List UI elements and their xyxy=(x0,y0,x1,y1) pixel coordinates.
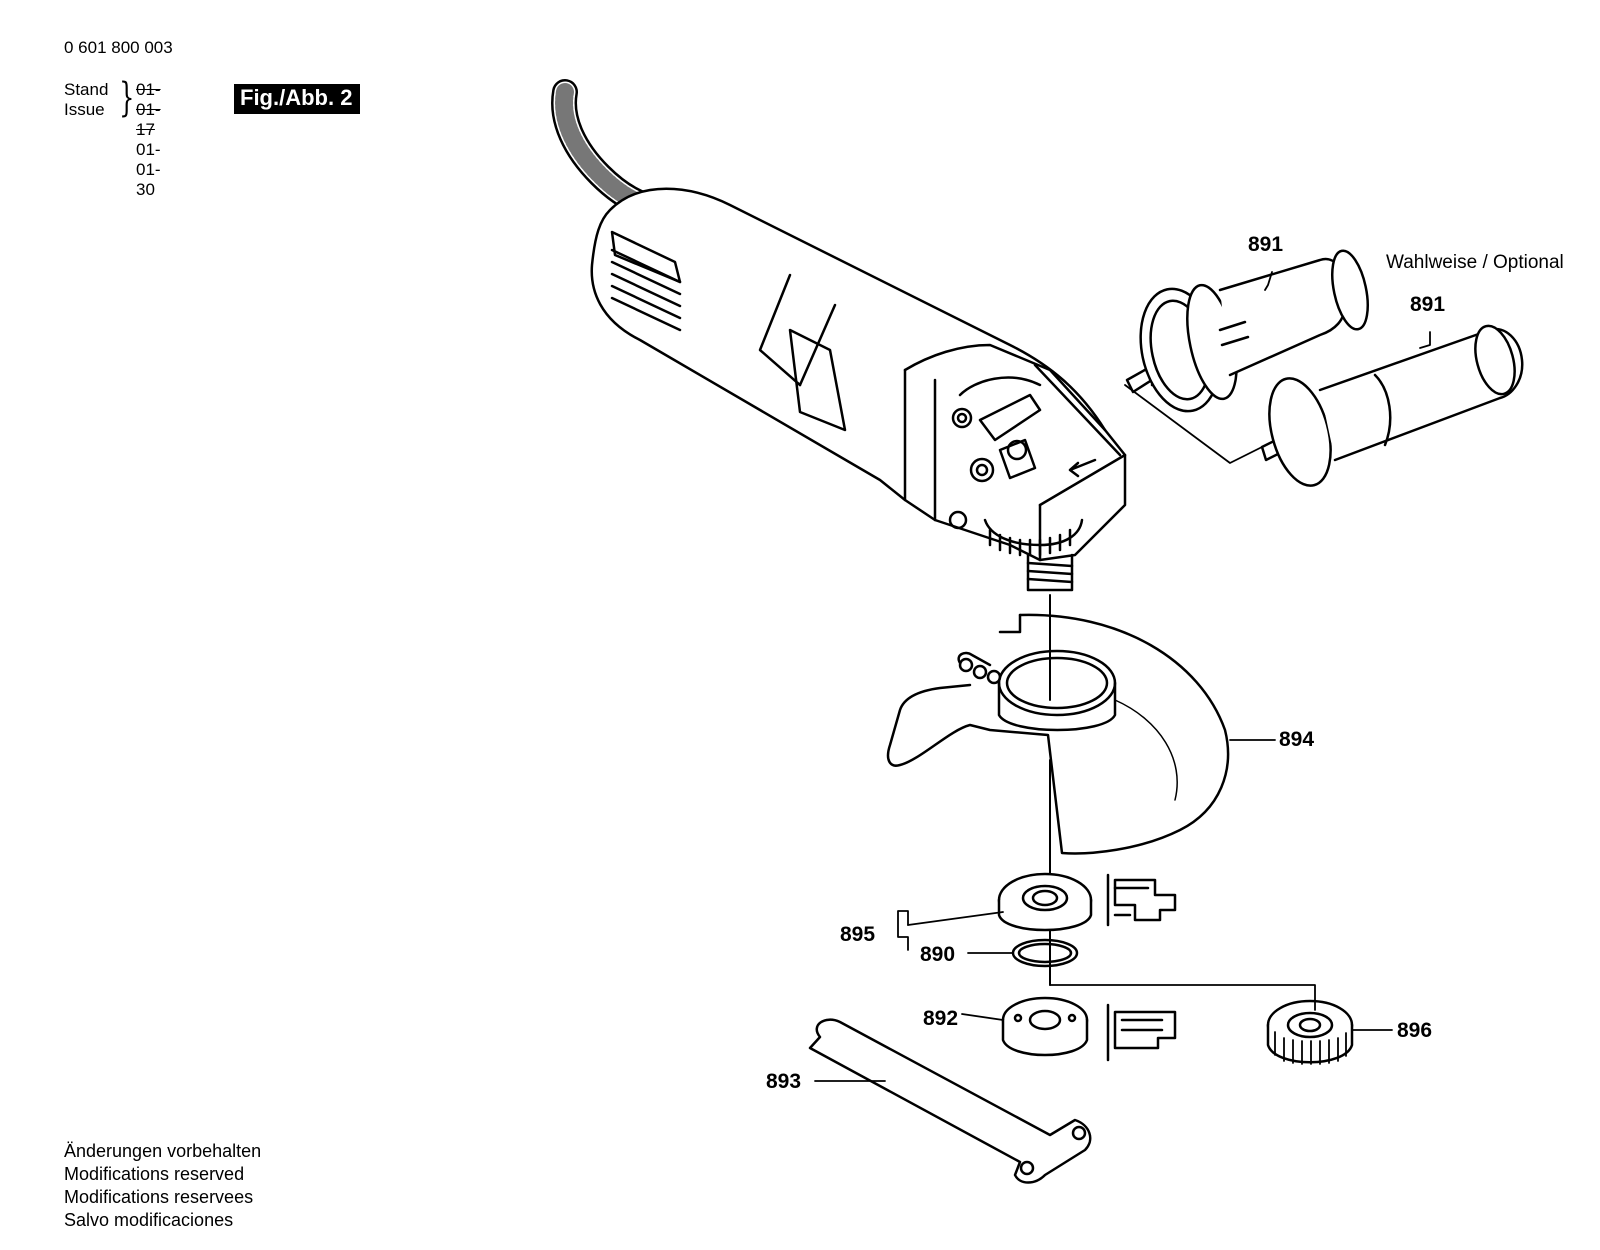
callout-890-o-ring: 890 xyxy=(920,943,956,966)
callout-895-flange: 895 xyxy=(840,923,876,946)
clamping-nut xyxy=(1001,996,1177,1062)
issue-date: 01-01-30 xyxy=(136,140,161,199)
leader-lines xyxy=(814,271,1431,1082)
footer-notes: Änderungen vorbehalten Modifications res… xyxy=(64,1140,261,1232)
callout-892-clamping-nut: 892 xyxy=(923,1007,959,1030)
callout-893-spanner: 893 xyxy=(766,1070,802,1093)
wheel-guard xyxy=(886,613,1230,855)
footer-line-fr: Modifications reservees xyxy=(64,1187,254,1207)
footer-line-es: Salvo modificaciones xyxy=(64,1210,234,1230)
side-handle-with-guard xyxy=(1125,249,1369,413)
footer-line-en: Modifications reserved xyxy=(64,1164,245,1184)
issue-label: Issue xyxy=(64,100,105,119)
revision-block: Stand Issue } 01-01-17 01-01-30 xyxy=(64,78,161,199)
callout-891-handle: 891 xyxy=(1410,293,1446,316)
footer-line-de: Änderungen vorbehalten xyxy=(64,1141,262,1161)
quick-nut-axis xyxy=(1049,984,1316,1011)
callout-891-handle-guard: 891 xyxy=(1248,233,1284,256)
stand-label: Stand xyxy=(64,80,109,99)
optional-note: Wahlweise / Optional xyxy=(1386,252,1564,273)
callout-896-quick-nut: 896 xyxy=(1397,1019,1433,1042)
brace-icon: } xyxy=(119,75,135,121)
stand-date: 01-01-17 xyxy=(136,80,161,139)
quick-clamp-nut xyxy=(1266,999,1354,1065)
spanner-wrench xyxy=(808,1018,1092,1184)
grinder-body xyxy=(590,187,1127,592)
callout-894-guard: 894 xyxy=(1279,728,1315,751)
figure-label: Fig./Abb. 2 xyxy=(234,84,361,114)
side-handle xyxy=(1260,324,1524,487)
mounting-flange xyxy=(997,872,1177,932)
handle-assembly-line xyxy=(1124,384,1263,464)
document-number: 0 601 800 003 xyxy=(64,38,173,57)
power-cord xyxy=(551,79,658,218)
